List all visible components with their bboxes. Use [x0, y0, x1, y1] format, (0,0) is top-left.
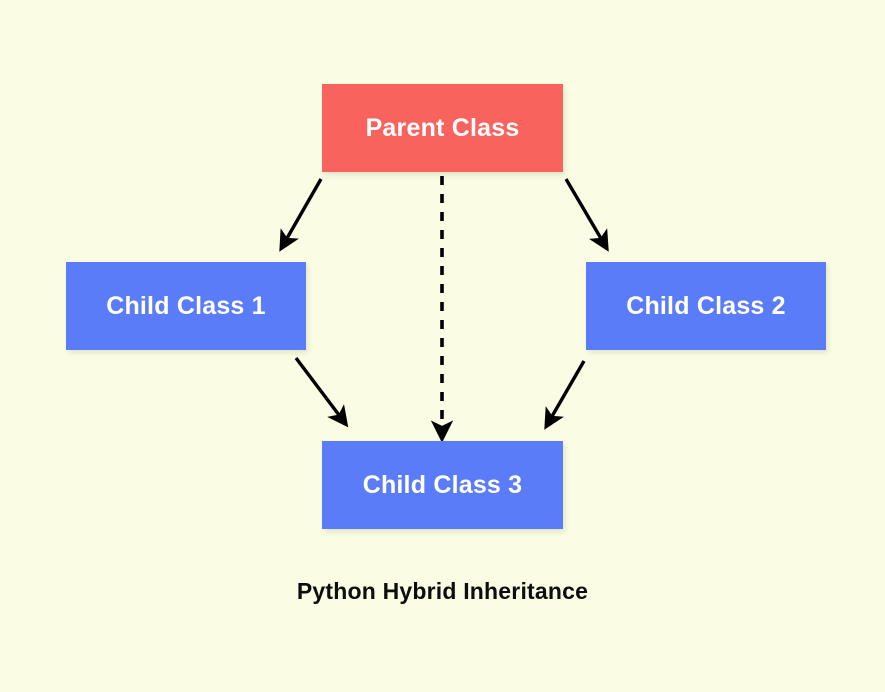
edge-child2-to-child3	[544, 360, 586, 430]
edge-parent-to-child1	[279, 178, 323, 252]
node-child-class-1: Child Class 1	[66, 262, 306, 350]
node-child-class-1-label: Child Class 1	[106, 291, 266, 320]
node-child-class-2-label: Child Class 2	[626, 291, 786, 320]
edge-child1-to-child3	[294, 356, 349, 428]
node-child-class-2: Child Class 2	[586, 262, 826, 350]
node-child-class-3: Child Class 3	[322, 441, 563, 529]
node-parent-class: Parent Class	[322, 84, 563, 172]
diagram-caption: Python Hybrid Inheritance	[296, 578, 589, 604]
edge-parent-to-child2	[564, 178, 609, 252]
node-child-class-3-label: Child Class 3	[362, 470, 523, 499]
node-parent-class-label: Parent Class	[365, 113, 520, 142]
